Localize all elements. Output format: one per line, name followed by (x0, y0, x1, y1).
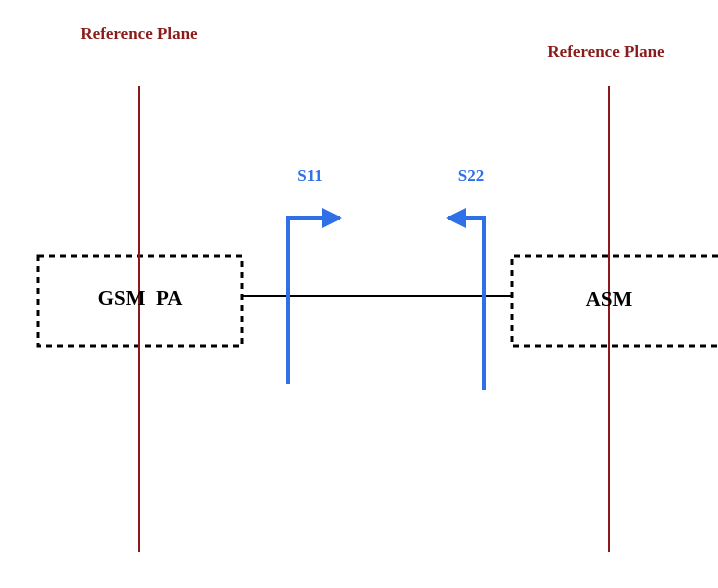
s11-port-arrow (286, 208, 342, 384)
gsm-pa-label: GSM PA (98, 286, 184, 310)
s11-label: S11 (297, 166, 323, 185)
asm-block (510, 254, 718, 348)
s22-label: S22 (458, 166, 484, 185)
s22-port-arrow (446, 208, 486, 390)
reference-plane-left-label: Reference Plane (80, 24, 198, 43)
reference-plane-right-label: Reference Plane (547, 42, 665, 61)
asm-label: ASM (586, 287, 633, 311)
